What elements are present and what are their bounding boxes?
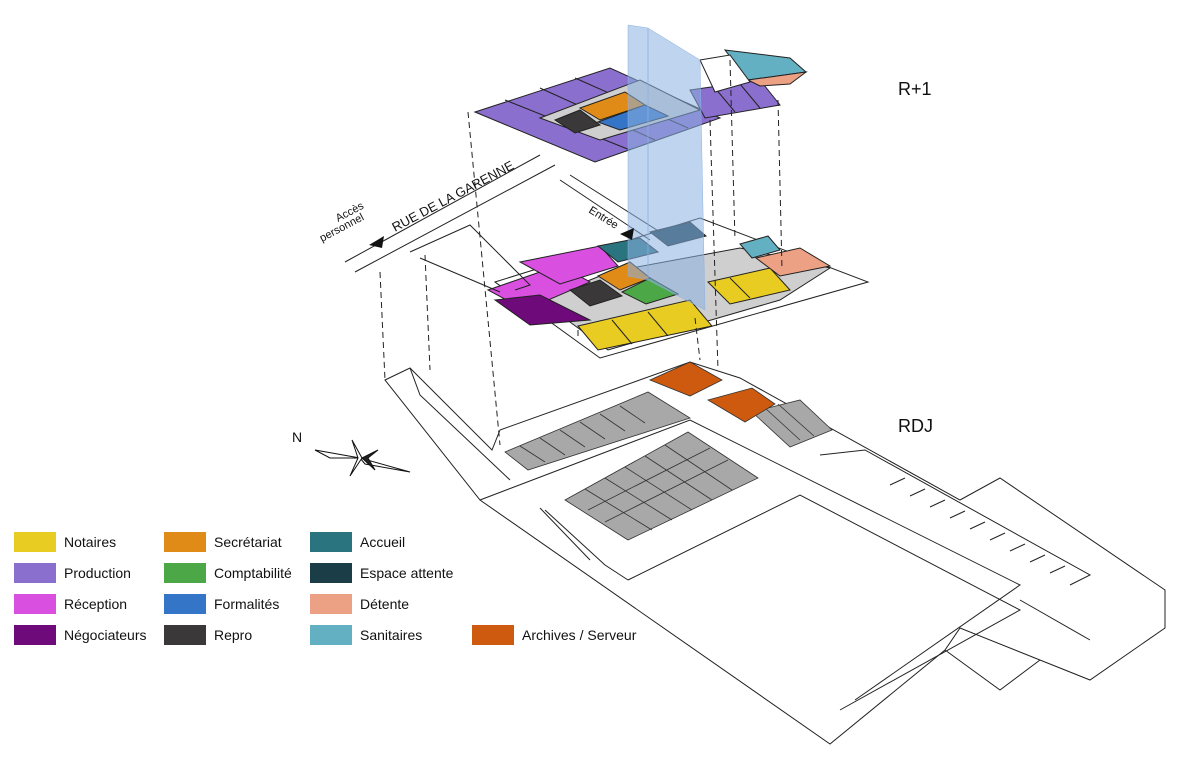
rdj-archives [648,361,776,423]
entrance-arrow-icon [620,228,634,240]
vertical-core [627,24,706,311]
rdj-parking [504,391,833,541]
level-label-lower: RDJ [898,416,933,436]
rdj-base [384,361,1166,745]
projection-lines [379,59,783,446]
compass-north-label: N [292,429,302,445]
access-arrow-icon [369,236,384,248]
compass-icon [314,439,411,477]
level-label-upper: R+1 [898,79,932,99]
